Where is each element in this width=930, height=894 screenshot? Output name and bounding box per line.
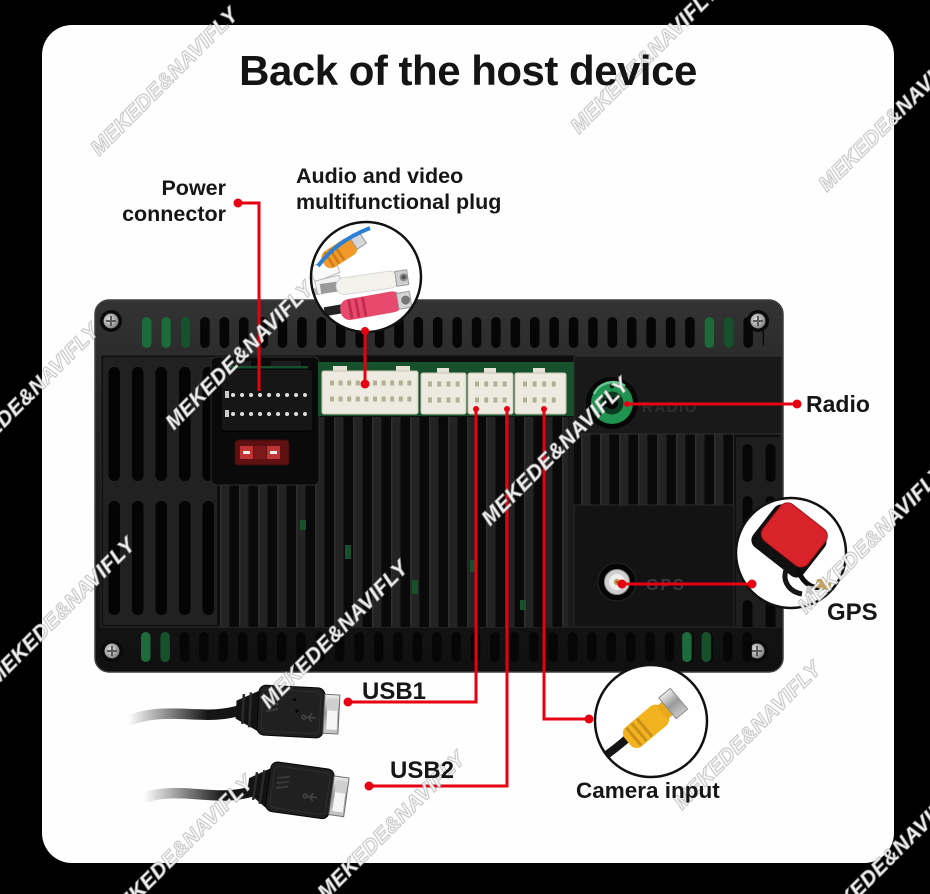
camera-annotation-line [542, 409, 589, 721]
camera-input-label: Camera input [576, 778, 720, 803]
gps-label: GPS [827, 599, 878, 626]
harness-connector [467, 368, 514, 415]
av-plug-label: Audio and video multifunctional plug [296, 164, 502, 215]
left-vent-fins [103, 357, 217, 625]
usb2-annotation-line [369, 409, 509, 788]
power-connector-label: Power connector [122, 176, 226, 227]
usb1-plug [235, 684, 341, 739]
harness-connector [420, 368, 467, 415]
fuse-holder [234, 439, 290, 466]
rca-orange-plug [321, 231, 368, 269]
top-vent-strip [140, 315, 764, 351]
screw-icon [101, 640, 123, 662]
gps-panel [573, 504, 735, 628]
harness-connector [321, 366, 419, 415]
radio-molded-label: RADIO [642, 399, 698, 416]
annotation-dots [233, 198, 802, 791]
usb1-label: USB1 [362, 678, 427, 705]
usb2-cable [140, 785, 260, 803]
device-body: RADIO GPS [94, 299, 784, 673]
usb2-label: USB2 [390, 757, 455, 784]
usb-trident-icon [302, 792, 318, 802]
usb1-annotation-line [348, 409, 478, 704]
radio-label: Radio [806, 391, 870, 417]
camera-inset-circle [593, 663, 709, 779]
gps-inset-circle [734, 496, 848, 610]
screw-icon [100, 310, 122, 332]
annotation-lines [238, 201, 797, 788]
av-plug-inset [309, 220, 423, 334]
blue-wire [316, 226, 371, 268]
gps-antenna [751, 502, 832, 597]
rib-divider [568, 417, 574, 627]
camera-inset [593, 663, 709, 779]
gps-inset [734, 496, 848, 610]
usb2-plug [247, 761, 350, 820]
power-annotation-line [238, 201, 261, 391]
harness-connector [514, 368, 567, 415]
screw-icon [747, 310, 769, 332]
bottom-vent-strip [139, 629, 753, 665]
usb1-cable [124, 703, 250, 726]
rca-white-plug [319, 269, 410, 296]
usb-trident-icon [301, 713, 316, 723]
power-connector [210, 356, 320, 486]
radio-connector: RADIO [573, 355, 783, 435]
page-title: Back of the host device [239, 47, 697, 94]
pcb-glimpses [300, 520, 526, 610]
rca-pink-plug [323, 290, 413, 320]
